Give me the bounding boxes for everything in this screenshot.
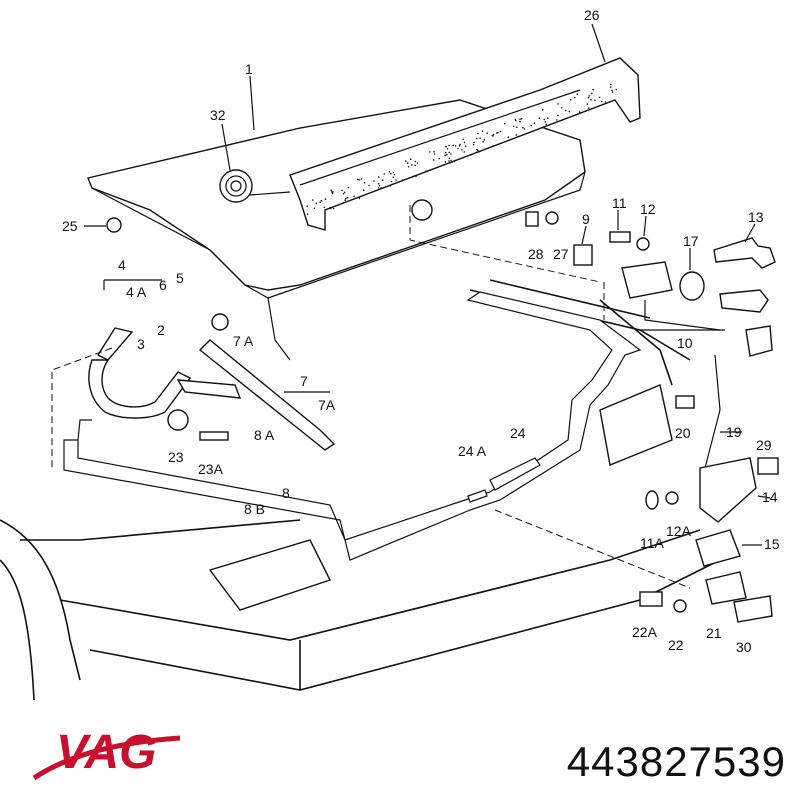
washer-12a [665, 491, 679, 505]
callout-12: 12 [640, 201, 656, 217]
trunk-seal [63, 291, 642, 561]
vag-logo: VAG [32, 726, 181, 781]
callout-5: 5 [176, 270, 184, 286]
callout-26: 26 [584, 7, 600, 23]
callout-24a: 24 A [458, 443, 487, 459]
logo-swoosh [32, 735, 181, 781]
washer-22 [673, 599, 687, 613]
bushing-28 [525, 211, 539, 227]
buffer-9 [573, 244, 593, 266]
washer-27 [545, 211, 559, 225]
hardware-parts [106, 211, 779, 623]
callout-8a: 8 A [254, 427, 275, 443]
callout-9: 9 [582, 211, 590, 227]
rear-spoiler [289, 57, 641, 231]
callout-23a: 23A [198, 461, 224, 477]
callout-labels: 26 1 32 25 28 27 9 11 12 13 17 4 4 A 6 5… [62, 7, 780, 655]
bushing-11a [645, 490, 659, 510]
plate-30 [733, 595, 773, 623]
callout-29: 29 [756, 437, 772, 453]
keys-10 [719, 289, 769, 313]
callout-32: 32 [210, 107, 226, 123]
callout-30: 30 [736, 639, 752, 655]
clip-29 [757, 457, 779, 475]
speckle-texture [306, 83, 618, 215]
callout-7: 7 [300, 373, 308, 389]
trunk-lid [87, 99, 601, 361]
ring-17 [679, 271, 705, 301]
washer-12 [636, 237, 650, 251]
callout-11a: 11A [640, 535, 665, 551]
callout-13: 13 [748, 209, 764, 225]
callout-28: 28 [528, 246, 544, 262]
callout-21: 21 [706, 625, 722, 641]
clip-20 [675, 395, 695, 409]
callout-3: 3 [137, 336, 145, 352]
callout-10: 10 [677, 335, 693, 351]
lock-14 [699, 457, 757, 523]
callout-4: 4 [118, 257, 126, 273]
callout-8b: 8 B [244, 501, 265, 517]
callout-7a: 7A [318, 397, 336, 413]
callout-15: 15 [764, 536, 780, 552]
lock-cylinder-10 [621, 261, 673, 299]
callout-22: 22 [668, 637, 684, 653]
callout-12a: 12A [666, 523, 692, 539]
screw-11 [609, 231, 631, 243]
callout-11: 11 [612, 195, 627, 211]
callout-17: 17 [683, 233, 699, 249]
callout-1: 1 [245, 61, 253, 77]
key-blank-13 [713, 237, 776, 269]
callout-22a: 22A [632, 624, 658, 640]
callout-20: 20 [675, 425, 691, 441]
callout-7a-upper: 7 A [233, 333, 254, 349]
bolt-22a [639, 591, 663, 607]
callout-6: 6 [159, 277, 167, 293]
callout-19: 19 [726, 424, 742, 440]
callout-14: 14 [762, 489, 778, 505]
sealing-tape-roll [219, 169, 291, 203]
callout-25: 25 [62, 218, 78, 234]
callout-23: 23 [168, 449, 184, 465]
part-number: 443827539 [566, 738, 786, 785]
logo-text: VAG [56, 726, 156, 779]
bump-stop-25 [106, 217, 122, 233]
callout-24: 24 [510, 425, 526, 441]
striker-21 [705, 571, 747, 605]
callout-8: 8 [282, 485, 290, 501]
callout-4a: 4 A [126, 284, 147, 300]
callout-27: 27 [553, 246, 569, 262]
cover-15 [695, 529, 741, 567]
hinge-assembly [51, 313, 336, 470]
callout-2: 2 [157, 322, 165, 338]
